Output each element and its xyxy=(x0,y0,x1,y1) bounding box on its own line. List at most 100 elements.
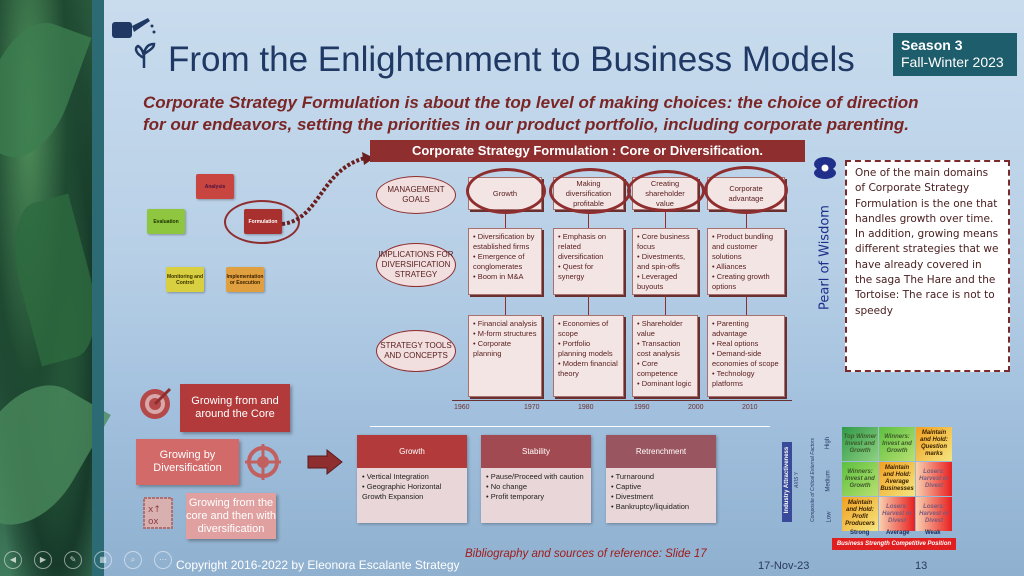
copyright: Copyright 2016-2022 by Eleonora Escalant… xyxy=(176,558,460,572)
growth-option-core: Growing from and around the Core xyxy=(180,384,290,432)
divider xyxy=(370,426,770,427)
year-label: 2000 xyxy=(688,404,704,411)
list-item: • Boom in M&A xyxy=(473,272,524,281)
list-item: • Dominant logic xyxy=(637,379,692,388)
watering-can-icon xyxy=(112,18,156,68)
list-item: • Alliances xyxy=(712,262,747,271)
slide-date: 17-Nov-23 xyxy=(758,560,810,572)
zoom-button[interactable]: ⌕ xyxy=(124,551,142,569)
connector xyxy=(588,210,589,228)
leaf-decoration xyxy=(0,0,111,576)
slide-number: 13 xyxy=(915,560,928,572)
view-slides-button[interactable]: ▦ xyxy=(94,551,112,569)
year-label: 1970 xyxy=(524,404,540,411)
crosshair-icon xyxy=(245,444,281,480)
strategy-title: Growth xyxy=(357,435,467,468)
strategy-plan-icon: x↑ ox xyxy=(143,497,173,529)
x-axis-title: Business Strength Competitive Position xyxy=(832,538,956,550)
list-item: • Product bundling and customer solution… xyxy=(712,232,773,261)
list-item: • Economies of scope xyxy=(558,319,609,338)
connector xyxy=(505,210,506,228)
growth-option-core-then-diversification: Growing from the core and then with dive… xyxy=(186,493,276,539)
col-label: Average xyxy=(886,530,910,536)
pen-tool-button[interactable]: ✎ xyxy=(64,551,82,569)
cycle-analysis: Analysis xyxy=(196,174,234,199)
y-axis-sub2: Composite of Critical External Factors xyxy=(810,438,816,522)
season-label: Season 3 xyxy=(901,37,963,53)
more-options-button[interactable]: ⋯ xyxy=(154,551,172,569)
implications-box: • Core business focus • Divestments, and… xyxy=(632,228,698,295)
year-label: 1990 xyxy=(634,404,650,411)
highlight-circle xyxy=(224,200,300,244)
row-label: Low xyxy=(826,511,833,523)
connector xyxy=(746,295,747,315)
diagram-title: Corporate Strategy Formulation : Core or… xyxy=(370,140,805,162)
implications-box: • Emphasis on related diversification • … xyxy=(553,228,624,295)
connector xyxy=(665,210,666,228)
svg-text:x↑: x↑ xyxy=(148,505,161,515)
cycle-monitoring: Monitoring and Control xyxy=(166,267,204,292)
arrow-right-icon xyxy=(307,449,343,475)
row-label-goals: MANAGEMENT GOALS xyxy=(376,176,456,214)
side-band xyxy=(92,0,104,576)
connector xyxy=(665,295,666,315)
cycle-evaluation: Evaluation xyxy=(147,209,185,234)
next-slide-button[interactable]: ▶ xyxy=(34,551,52,569)
list-item: • Transaction cost analysis xyxy=(637,339,681,358)
connector xyxy=(746,210,747,228)
list-item: • Parenting advantage xyxy=(712,319,749,338)
list-item: • Emergence of conglomerates xyxy=(473,252,525,271)
list-item: • Leveraged buyouts xyxy=(637,272,678,291)
row-label: Medium xyxy=(825,470,832,492)
matrix-cell: Winners: Invest and Growth xyxy=(879,427,915,461)
col-label: Strong xyxy=(850,530,870,536)
tools-box: • Financial analysis • M-form structures… xyxy=(468,315,542,397)
bibliography-note: Bibliography and sources of reference: S… xyxy=(465,548,707,560)
list-item: • Core business focus xyxy=(637,232,690,251)
svg-text:ox: ox xyxy=(148,517,159,527)
list-item: • Quest for synergy xyxy=(558,262,594,281)
matrix-cell: Losers: Harvest or Divest xyxy=(879,497,915,531)
prev-slide-button[interactable]: ◀ xyxy=(4,551,22,569)
strategy-title: Stability xyxy=(481,435,591,468)
list-item: • Financial analysis xyxy=(473,319,537,328)
matrix-cell: Losers: Harvest or Divest xyxy=(916,497,952,531)
matrix-cell: Top Winner Invest and Growth xyxy=(842,427,878,461)
connector xyxy=(505,295,506,315)
year-label: 1980 xyxy=(578,404,594,411)
list-item: • Shareholder value xyxy=(637,319,683,338)
tools-box: • Economies of scope • Portfolio plannin… xyxy=(553,315,624,397)
list-item: • Diversification by established firms xyxy=(473,232,535,251)
list-item: • Emphasis on related diversification xyxy=(558,232,607,261)
list-item: • Profit temporary xyxy=(486,492,545,501)
implications-box: • Product bundling and customer solution… xyxy=(707,228,785,295)
connector xyxy=(588,295,589,315)
cycle-implementation: Implementation or Execution xyxy=(226,267,264,292)
list-item: • Geographic Horizontal Growth Expansion xyxy=(362,482,442,501)
matrix-cell: Maintain and Hold: Question marks xyxy=(916,427,952,461)
list-item: • No change xyxy=(486,482,527,491)
list-item: • Captive xyxy=(611,482,642,491)
row-label-implications: IMPLICATIONS FOR DIVERSIFICATION STRATEG… xyxy=(376,243,456,287)
col-label: Weak xyxy=(925,530,941,536)
highlight-circle xyxy=(704,166,788,214)
highlight-circle xyxy=(466,168,546,214)
oyster-pearl-icon xyxy=(814,157,836,179)
matrix-cell: Losers: Harvest or Divest xyxy=(916,462,952,496)
list-item: • Technology platforms xyxy=(712,369,755,388)
list-item: • Portfolio planning models xyxy=(558,339,613,358)
list-item: • Core competence xyxy=(637,359,678,378)
y-axis-title: Industry Attractiveness xyxy=(784,446,790,514)
highlight-circle xyxy=(627,170,705,212)
implications-box: • Diversification by established firms •… xyxy=(468,228,542,295)
season-badge: Season 3 Fall-Winter 2023 xyxy=(893,33,1017,76)
list-item: • Divestments, and spin-offs xyxy=(637,252,686,271)
list-item: • Creating growth options xyxy=(712,272,770,291)
page-title: From the Enlightenment to Business Model… xyxy=(168,40,855,79)
season-period: Fall-Winter 2023 xyxy=(901,54,1004,70)
list-item: • Modern financial theory xyxy=(558,359,618,378)
list-item: • M-form structures xyxy=(473,329,537,338)
matrix-cell: Maintain and Hold: Profit Producers xyxy=(842,497,878,531)
subtitle: Corporate Strategy Formulation is about … xyxy=(143,93,919,134)
strategy-title: Retrenchment xyxy=(606,435,716,468)
